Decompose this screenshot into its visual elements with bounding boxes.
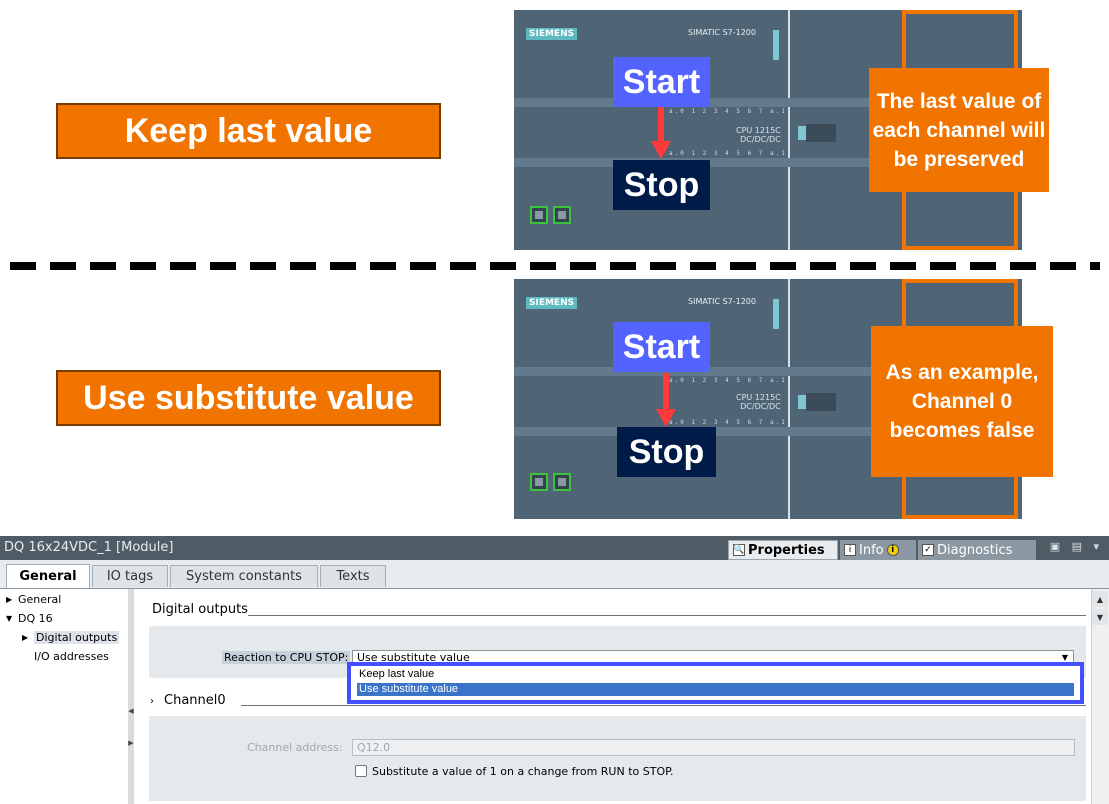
scroll-down-icon[interactable]: ▼ (1092, 609, 1108, 625)
module-connector (806, 393, 836, 411)
plc-divider (788, 279, 790, 519)
section-divider (241, 705, 1086, 706)
tree-item-dq16[interactable]: ▼ DQ 16 (6, 610, 53, 626)
vertical-scrollbar[interactable]: ▲ ▼ (1091, 589, 1109, 804)
ethernet-port-icon (553, 473, 571, 491)
tree-item-label: DQ 16 (18, 611, 53, 625)
ethernet-port-icon (530, 206, 548, 224)
plc-io-labels: a.0 1 2 3 4 5 6 7 a.1 (669, 150, 787, 157)
tree-item-general[interactable]: ▶ General (6, 591, 61, 607)
plc-led-strip (514, 367, 1022, 376)
use-substitute-value-label: Use substitute value (56, 370, 441, 426)
tab-info[interactable]: i Info i (840, 540, 916, 560)
chevron-right-icon[interactable]: › (150, 696, 154, 707)
down-arrow-icon (656, 373, 676, 427)
channel0-expander[interactable]: › Channel0 (150, 693, 226, 708)
diagnostics-icon: ✓ (922, 544, 934, 556)
stop-label: Stop (613, 160, 710, 210)
reaction-dropdown-value: Use substitute value (357, 651, 470, 664)
channel-address-field: Q12.0 (352, 739, 1075, 756)
window-controls[interactable]: ▣ ▤ ▾ (1049, 540, 1103, 553)
start-label: Start (613, 57, 710, 107)
collapse-left-icon[interactable]: ◀ (128, 707, 134, 715)
tab-properties-label: Properties (748, 542, 825, 558)
tab-row: General IO tags System constants Texts (0, 560, 1109, 589)
panel-title: DQ 16x24VDC_1 [Module] (4, 540, 174, 555)
plc-led-strip (514, 427, 1022, 436)
reaction-to-cpu-stop-label: Reaction to CPU STOP: (222, 651, 351, 664)
section-divider (248, 615, 1086, 616)
chevron-down-icon[interactable]: ▼ (1061, 653, 1069, 662)
plc-io-labels: a.0 1 2 3 4 5 6 7 a.1 (669, 419, 787, 426)
substitute-value-checkbox-label: Substitute a value of 1 on a change from… (372, 765, 674, 778)
tab-diagnostics-label: Diagnostics (937, 542, 1013, 558)
option-use-substitute-value[interactable]: Use substitute value (357, 683, 1074, 696)
tab-diagnostics[interactable]: ✓ Diagnostics (918, 540, 1036, 560)
plc-indicator (773, 30, 779, 60)
properties-icon: 🔍 (733, 544, 745, 556)
last-value-callout: The last value of each channel will be p… (869, 68, 1049, 192)
plc-led-strip (514, 158, 1022, 167)
plc-io-labels: a.0 1 2 3 4 5 6 7 a.1 (669, 377, 787, 384)
navigation-tree: ▶ General ▼ DQ 16 ▶ Digital outputs I/O … (0, 589, 129, 804)
module-connector (806, 124, 836, 142)
down-arrow-icon (651, 107, 671, 159)
reaction-dropdown[interactable]: Use substitute value ▼ (352, 650, 1074, 665)
tab-info-label: Info (859, 542, 884, 558)
expand-arrow-icon[interactable]: ▶ (6, 594, 13, 604)
plc-led-strip (514, 98, 1022, 107)
channel0-title: Channel0 (164, 693, 226, 708)
expand-right-icon[interactable]: ▶ (128, 739, 134, 747)
reaction-dropdown-list[interactable]: Keep last value Use substitute value (347, 662, 1084, 704)
info-tab-icon: i (844, 544, 856, 556)
ethernet-port-icon (553, 206, 571, 224)
tree-item-label: I/O addresses (34, 649, 109, 663)
panel-splitter[interactable]: ◀ ▶ (128, 589, 134, 804)
scroll-up-icon[interactable]: ▲ (1092, 591, 1108, 607)
option-keep-last-value[interactable]: Keep last value (359, 668, 435, 680)
tab-texts[interactable]: Texts (320, 565, 386, 587)
tab-general[interactable]: General (6, 564, 90, 588)
substitute-value-callout: As an example, Channel 0 becomes false (871, 326, 1053, 477)
substitute-value-checkbox[interactable] (355, 765, 367, 777)
dashed-separator (10, 262, 1100, 270)
siemens-logo: SIEMENS (526, 297, 578, 309)
channel-address-label: Channel address: (247, 741, 343, 754)
expand-arrow-icon[interactable]: ▶ (22, 632, 29, 642)
plc-indicator (773, 299, 779, 329)
tree-item-digital-outputs[interactable]: ▶ Digital outputs (22, 629, 120, 645)
plc-io-labels: a.0 1 2 3 4 5 6 7 a.1 (669, 108, 787, 115)
tree-item-label: General (18, 592, 62, 606)
tab-system-constants[interactable]: System constants (170, 565, 318, 587)
tree-item-io-addresses[interactable]: I/O addresses (34, 648, 109, 664)
stop-label: Stop (617, 427, 716, 477)
plc-model-label: SIMATIC S7-1200 (688, 297, 756, 306)
tab-io-tags[interactable]: IO tags (92, 565, 168, 587)
plc-model-label: SIMATIC S7-1200 (688, 28, 756, 37)
collapse-arrow-icon[interactable]: ▼ (6, 613, 13, 623)
ethernet-port-icon (530, 473, 548, 491)
keep-last-value-label: Keep last value (56, 103, 441, 159)
panel-titlebar: DQ 16x24VDC_1 [Module] 🔍 Properties i In… (0, 536, 1109, 560)
tree-item-label: Digital outputs (34, 630, 120, 644)
section-title-digital-outputs: Digital outputs (152, 602, 248, 617)
tab-properties[interactable]: 🔍 Properties (728, 540, 838, 560)
start-label: Start (613, 322, 710, 372)
siemens-logo: SIEMENS (526, 28, 578, 40)
plc-divider (788, 10, 790, 250)
channel-group (149, 716, 1086, 801)
info-badge-icon: i (886, 544, 899, 556)
